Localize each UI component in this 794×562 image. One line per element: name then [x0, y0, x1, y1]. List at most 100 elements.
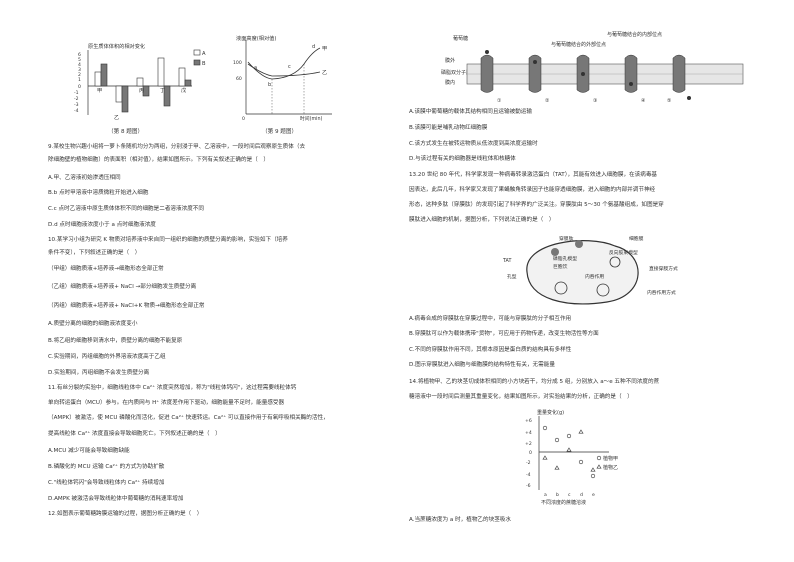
fig12-step: ⑤ [667, 98, 671, 104]
fig14-point-jia [590, 473, 596, 479]
fig8-bar-b [163, 85, 171, 107]
fig8-ytick: -1 [74, 90, 79, 96]
fig8-bar-a [157, 57, 165, 87]
fig8-ytick: 3 [78, 67, 81, 73]
fig13-label: 内吞作用方式 [647, 289, 676, 296]
fig8-legend-swatch-b [193, 59, 201, 66]
fig14-point-yi [542, 455, 548, 460]
fig14-xtick: e [592, 493, 595, 498]
q10-group-yi: （乙组）细胞质液+培养液+ NaCl →部分细胞发生质壁分离 [48, 284, 197, 290]
fig8-legend-swatch-a [193, 49, 201, 56]
q13-stem-line: 膜肽进入细胞的机制，据图分析，下列说法正确的是（ ） [409, 217, 555, 223]
q10-option-d: D.实验期间，丙组细胞不会发生质壁分离 [48, 370, 150, 376]
q11-option-a: A.MCU 减少可能会导致细胞缺能 [48, 448, 130, 454]
fig14-legend-swatch-jia [596, 455, 602, 461]
fig12-glucose [581, 72, 585, 76]
fig8-categories: 甲 乙 丙 丁 戊 [97, 86, 187, 121]
fig8-bar-a [115, 85, 123, 103]
q14-stem-line: 糖溶液中一段时间后测量其重量变化，结果如图所示，对实验结果的分析，正确的是（ ） [409, 394, 633, 400]
q10-option-b: B.将乙组的细胞移到清水中，质壁分离的细胞不能复原 [48, 338, 183, 344]
q10-option-c: C.实验期间，丙组细胞的外界溶液浓度高于乙组 [48, 354, 166, 360]
fig12-glucose [629, 82, 633, 86]
fig13-label: 穿膜肽 [559, 235, 574, 242]
fig14-point-jia [566, 433, 572, 439]
q14-stem-line: 14.将植物甲、乙的块茎切成体积相同的小方块若干，均分成 5 组，分别放入 a～… [409, 379, 660, 385]
figure-13-cpp-diagram: TAT 穿膜肽 细胞膜 巨胞饮 磷脂孔模型 孔型 内吞作用 反向胶束模型 直接穿… [502, 235, 678, 305]
fig8-bar-b [100, 63, 108, 87]
fig14-ytick: 0 [529, 450, 532, 456]
fig14-ytick: +6 [525, 418, 532, 424]
fig14-legend-yi: 植物乙 [603, 464, 618, 471]
q9-option-a: A.甲、乙溶液初始渗透压相同 [48, 175, 121, 181]
fig8-legend-b: B [202, 61, 206, 67]
fig9-series-label-yi: 乙 [322, 69, 327, 76]
right-column: 葡萄糖 与葡萄糖结合的外部位点 与葡萄糖结合的内部位点 膜外 磷脂双分子层 膜内… [397, 0, 794, 562]
q11-stem-line: 提高线粒体 Ca²⁺ 浓度直接会导致细胞死亡。下列叙述正确的是（ ） [48, 431, 221, 437]
fig8-y-ticks: 6 5 4 3 2 1 0 -1 -2 -3 -4 [74, 52, 81, 114]
fig13-label: 细胞膜 [629, 235, 644, 242]
fig8-ytick: -2 [74, 96, 79, 102]
fig13-vesicle [554, 281, 568, 295]
fig8-category: 乙 [114, 114, 119, 121]
fig9-ylabel: 液面高度(相对值) [236, 34, 276, 42]
q13-stem-line: 13.20 世纪 80 年代，科学家发现一种病毒转录激活蛋白（TAT），其能有效… [409, 172, 658, 178]
q13-stem-line: 因表达，此后几年，科学家又发现了果蝇触角转录因子也能穿透细胞膜，进入细胞的内部并… [409, 187, 656, 193]
fig14-xtick: c [568, 493, 571, 498]
fig9-series-yi [247, 63, 321, 77]
fig13-cpp-particle [551, 248, 559, 256]
fig8-bar-a [136, 77, 144, 87]
q9-stem-line: 除细胞壁的植物细胞）的表面积（相对值），结果如图所示。下列有关叙述正确的是（ ） [48, 157, 269, 163]
fig8-ytick: 1 [78, 77, 81, 83]
fig12-carrier [624, 54, 638, 93]
fig14-xlabel: 不同浓度的蔗糖溶液 [541, 499, 586, 506]
left-column: 原生质体体积的相对变化 A B 6 5 4 3 2 1 0 -1 -2 -3 -… [48, 34, 332, 517]
fig8-caption: （第 8 题图） [108, 129, 144, 135]
fig12-step: ④ [641, 98, 646, 104]
q10-stem-line: 条件不变），下列叙述正确的是（ ） [48, 250, 141, 256]
q10-stem-line: 10.某学习小组为研究 K 物质对培养液中来自同一组织的细胞的质壁分离的影响，实… [48, 237, 288, 243]
fig9-series-label-jia: 甲 [322, 45, 327, 52]
fig13-label: TAT [502, 258, 511, 264]
fig8-category: 丙 [139, 87, 144, 94]
fig8-bar-a [178, 67, 186, 87]
fig14-ytick: -4 [526, 472, 531, 478]
fig12-label-glucose: 葡萄糖 [453, 35, 468, 42]
fig14-xtick: a [544, 493, 547, 498]
fig12-carrier [672, 54, 686, 93]
fig8-ytick: 0 [78, 84, 81, 90]
fig14-ytick: +4 [525, 430, 532, 436]
q12-option-c: C.该方式发生在被转运物质从低浓度到高浓度运输时 [409, 141, 538, 147]
q9-option-c: C.c 点时乙溶液中原生质体体积不同的细胞是二者溶液浓度不同 [48, 206, 204, 212]
fig13-label: 孔型 [507, 273, 517, 280]
fig13-label: 直接穿膜方式 [649, 265, 678, 272]
fig13-label: 磷脂孔模型 [553, 255, 577, 262]
fig8-ytick: 2 [78, 72, 81, 78]
fig9-ytick: 60 [236, 76, 242, 82]
fig8-bar-b [142, 85, 150, 97]
q10-option-a: A.质壁分离的细胞的细胞液浓度变小 [48, 321, 138, 327]
fig12-glucose [687, 96, 691, 100]
fig12-step: ③ [593, 98, 597, 104]
q9-option-d: D.d 点时细胞液浓度小于 a 点时细胞液浓度 [48, 222, 156, 228]
fig8-ytick: 4 [78, 62, 81, 68]
q13-stem-line: 形态，这种多肽（穿膜肽）的发现引起了科学界的广泛关注。穿膜肽由 5～30 个氨基… [409, 202, 664, 208]
fig8-ytick: -3 [74, 102, 79, 108]
fig8-category: 丁 [160, 87, 165, 94]
fig12-glucose-molecules [485, 50, 691, 100]
fig14-point-yi [566, 447, 572, 452]
q9-stem-line: 9.某校生物兴趣小组将一萝卜条随机均分为两组，分别浸于甲、乙溶液中，一段时间后观… [48, 144, 306, 150]
fig8-ytick: -4 [74, 108, 79, 114]
fig13-vesicle [596, 283, 610, 297]
fig14-xtick: d [580, 492, 583, 498]
fig8-ytick: 5 [78, 57, 81, 63]
fig14-xtick: b [556, 492, 559, 498]
q13-option-d: D.图示穿膜肽进入细胞与细胞膜的结构特性有关，无需能量 [409, 362, 555, 368]
fig12-carrier [480, 54, 494, 93]
fig14-ytick: +2 [525, 441, 532, 447]
q13-option-c: C.不同的穿膜肽作用不同，其根本原因是蛋白质的结构具有多样性 [409, 347, 572, 353]
fig8-bar-b [184, 79, 192, 87]
fig14-point-yi [578, 429, 584, 434]
q11-stem-line: （AMPK）被激活，使 MCU 磷酸化而活化，促进 Ca²⁺ 快速转运。Ca²⁺… [48, 415, 329, 421]
fig9-point-c: c [288, 64, 291, 70]
fig8-ytick: 6 [78, 52, 81, 58]
